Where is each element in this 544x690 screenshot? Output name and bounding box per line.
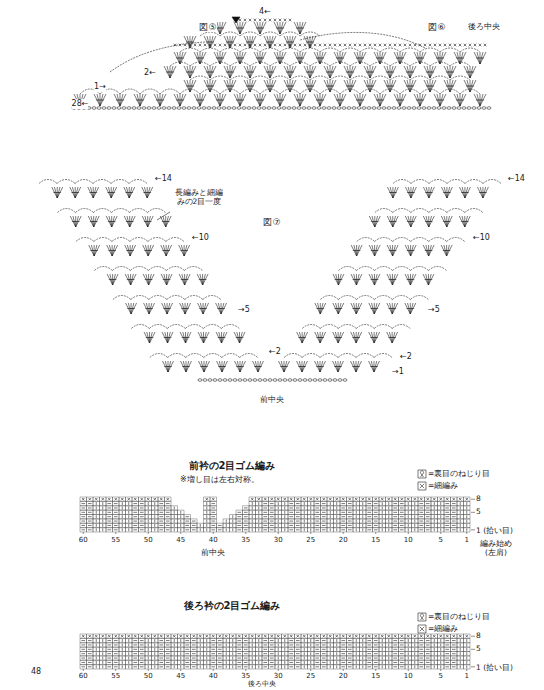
row-number: ←10	[473, 233, 490, 242]
column-number: 35	[241, 536, 250, 544]
column-number: 30	[274, 536, 283, 544]
column-number: 5	[439, 536, 443, 544]
column-number: 5	[439, 672, 443, 680]
column-number: 35	[241, 672, 250, 680]
start-note: 編み始め (左肩)	[474, 540, 518, 557]
column-number: 25	[306, 672, 315, 680]
column-number: 15	[371, 536, 380, 544]
figure-label: 図⑦	[263, 217, 280, 227]
chart-heading: 前衿の2目ゴム編み	[189, 460, 276, 472]
column-number: 60	[79, 672, 88, 680]
row-number: 4←	[259, 7, 271, 16]
column-number: 25	[306, 536, 315, 544]
row-number: →5	[238, 305, 250, 314]
chain-stitches	[72, 107, 491, 110]
knit-grid	[80, 497, 470, 532]
row-number: 1 (拾い目)	[476, 527, 513, 536]
column-number: 50	[144, 536, 153, 544]
leader-line	[157, 212, 170, 220]
column-number: 10	[404, 672, 413, 680]
treble-fans	[74, 22, 486, 106]
knit-symbols	[81, 498, 468, 531]
legend-symbol	[418, 613, 426, 621]
page-number: 48	[31, 667, 41, 676]
column-number: 1	[465, 672, 469, 680]
row-number: ←14	[508, 174, 525, 183]
single-crochet-marks	[174, 19, 487, 47]
legend-text: =裏目のねじり目	[428, 613, 490, 622]
large-loops	[110, 32, 425, 72]
column-number: 20	[339, 536, 348, 544]
row-number: 28←	[72, 99, 89, 108]
row-number: →5	[428, 305, 440, 314]
column-number: 20	[339, 672, 348, 680]
row-number: →1	[392, 367, 404, 376]
row-number: 1→	[94, 82, 106, 91]
column-number: 50	[144, 672, 153, 680]
legend-text: =細編み	[428, 625, 458, 634]
column-number: 55	[111, 536, 120, 544]
row-number: 5	[476, 645, 481, 654]
column-number: 60	[79, 536, 88, 544]
axis-ticks	[83, 636, 475, 671]
legend-symbol	[418, 470, 426, 478]
column-number: 1	[465, 536, 469, 544]
column-number: 55	[111, 672, 120, 680]
row-number: ←14	[155, 174, 172, 183]
note: ※増し目は左右対称。	[180, 475, 259, 484]
figure-label: 図⑤	[199, 22, 216, 32]
center-mark: 後ろ中央	[468, 22, 500, 31]
foundation-chain	[198, 379, 347, 382]
row-number: 8	[476, 495, 481, 504]
chain-arches	[80, 32, 480, 94]
row-number: ←2	[400, 352, 412, 361]
row-number: ←2	[269, 347, 281, 356]
column-number: 40	[209, 536, 218, 544]
row-number: ←10	[192, 233, 209, 242]
column-number: 45	[176, 672, 185, 680]
legend-symbol	[418, 625, 426, 633]
axis-ticks	[83, 499, 475, 534]
legend-symbol	[418, 482, 426, 490]
center-mark: 前中央	[201, 548, 225, 557]
center-mark: 前中央	[260, 395, 284, 404]
row-number: 1 (拾い目)	[476, 664, 513, 673]
row-number: 5	[476, 508, 481, 517]
callout-note: 長編みと細編みの2目一度	[172, 189, 226, 206]
figure-label: 図⑥	[428, 22, 445, 32]
column-number: 10	[404, 536, 413, 544]
chain-arches	[39, 180, 501, 358]
column-number: 15	[371, 672, 380, 680]
row-number: 8	[476, 632, 481, 641]
knit-symbols	[81, 635, 468, 668]
legend-text: =裏目のねじり目	[428, 470, 490, 479]
row-number: 2←	[144, 68, 156, 77]
column-number: 30	[274, 672, 283, 680]
chart-heading: 後ろ衿の2目ゴム編み	[184, 600, 281, 612]
treble-fans	[52, 187, 489, 372]
knit-grid	[80, 634, 470, 669]
center-mark: 後ろ中央	[248, 680, 276, 688]
legend-text: =細編み	[428, 482, 458, 491]
column-number: 40	[209, 672, 218, 680]
column-number: 45	[176, 536, 185, 544]
start-marker	[232, 17, 240, 23]
